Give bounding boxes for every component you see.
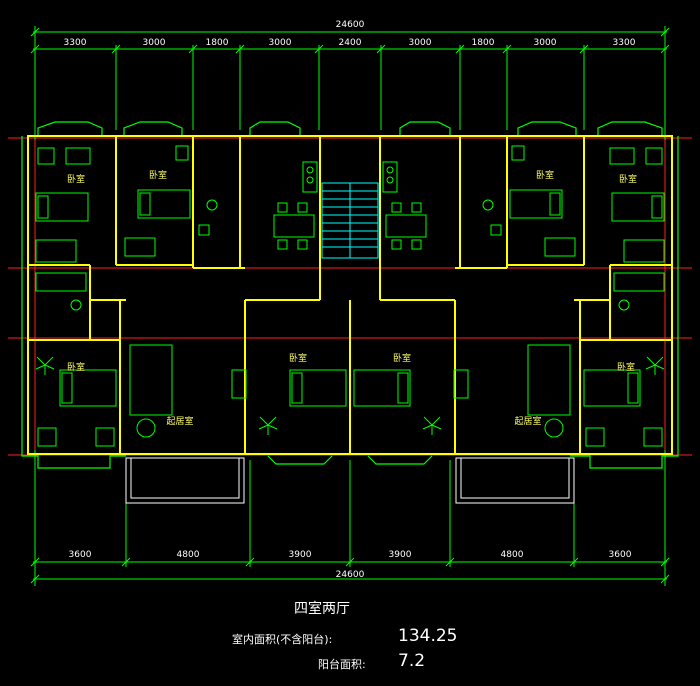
bottom-dim: 4800 [501,550,524,560]
room-label-bedroom: 卧室 [67,361,85,373]
overall-dim-bottom: 24600 [336,570,365,580]
top-dim: 2400 [339,38,362,48]
top-dimensions: 3300 3000 1800 3000 2400 3000 1800 3000 … [64,38,636,48]
bottom-dimensions: 3600 4800 3900 3900 4800 3600 [69,550,632,560]
dimension-lines [30,26,670,586]
walls [27,135,673,455]
overall-dim-top: 24600 [336,20,365,30]
top-dim: 1800 [472,38,495,48]
bottom-dim: 3600 [609,550,632,560]
indoor-area-value: 134.25 [398,626,458,646]
balcony-area-value: 7.2 [398,651,426,671]
top-dim: 3000 [143,38,166,48]
furniture [35,145,665,447]
bottom-dim: 3900 [289,550,312,560]
room-label-bedroom: 卧室 [393,352,411,364]
balconies [125,457,575,504]
room-label-living: 起居室 [514,415,541,427]
top-dim: 1800 [206,38,229,48]
top-dim: 3000 [269,38,292,48]
bottom-dim: 3600 [69,550,92,560]
plan-title: 四室两厅 [294,601,350,617]
room-label-bedroom: 卧室 [536,169,554,181]
bottom-dim: 4800 [177,550,200,560]
beds [35,189,665,407]
room-label-bedroom: 卧室 [67,173,85,185]
top-dim: 3000 [409,38,432,48]
top-dim: 3300 [613,38,636,48]
plants [35,356,665,435]
room-labels: 卧室 卧室 卧室 卧室 卧室 卧室 卧室 卧室 起居室 起居室 [67,169,637,427]
room-label-bedroom: 卧室 [617,361,635,373]
dining-tables [273,202,427,250]
top-dim: 3000 [534,38,557,48]
room-label-bedroom: 卧室 [149,169,167,181]
bottom-dim: 3900 [389,550,412,560]
exterior-outline [21,121,679,469]
stairwell [321,182,379,259]
indoor-area-label: 室内面积(不含阳台): [232,633,333,646]
kitchen-fixtures [302,161,398,193]
balcony-area-label: 阳台面积: [318,658,366,671]
top-dim: 3300 [64,38,87,48]
room-label-bedroom: 卧室 [619,173,637,185]
room-label-living: 起居室 [166,415,193,427]
room-label-bedroom: 卧室 [289,352,307,364]
